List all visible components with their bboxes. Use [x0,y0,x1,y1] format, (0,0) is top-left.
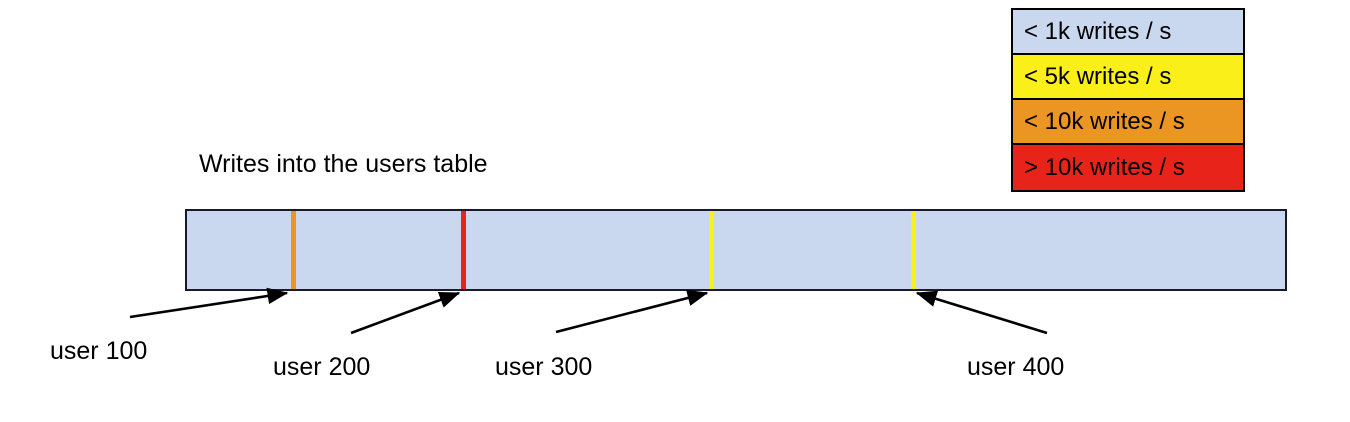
legend-row-over-10k[interactable]: > 10k writes / s [1013,145,1243,190]
legend-label-under-5k: < 5k writes / s [1024,62,1172,90]
legend-label-under-1k: < 1k writes / s [1024,17,1172,45]
legend-row-under-5k[interactable]: < 5k writes / s [1013,55,1243,100]
callout-label-user-400: user 400 [967,353,1065,381]
legend-label-over-10k: > 10k writes / s [1024,153,1185,181]
arrow-user-100 [129,287,289,319]
marker-user-200[interactable] [461,211,466,289]
marker-user-100[interactable] [291,211,296,289]
legend-row-under-1k[interactable]: < 1k writes / s [1013,10,1243,55]
arrow-user-300 [555,289,709,334]
legend: < 1k writes / s < 5k writes / s < 10k wr… [1011,8,1245,192]
arrow-user-400 [915,290,1048,335]
users-table-band [185,209,1287,291]
marker-user-400[interactable] [911,211,916,289]
chart-title: Writes into the users table [199,150,488,178]
callout-label-user-100: user 100 [50,337,148,365]
callout-label-user-300: user 300 [495,353,593,381]
legend-row-under-10k[interactable]: < 10k writes / s [1013,100,1243,145]
callout-label-user-200: user 200 [273,353,371,381]
marker-user-300[interactable] [709,211,714,289]
arrow-user-200 [350,291,461,335]
legend-label-under-10k: < 10k writes / s [1024,107,1185,135]
